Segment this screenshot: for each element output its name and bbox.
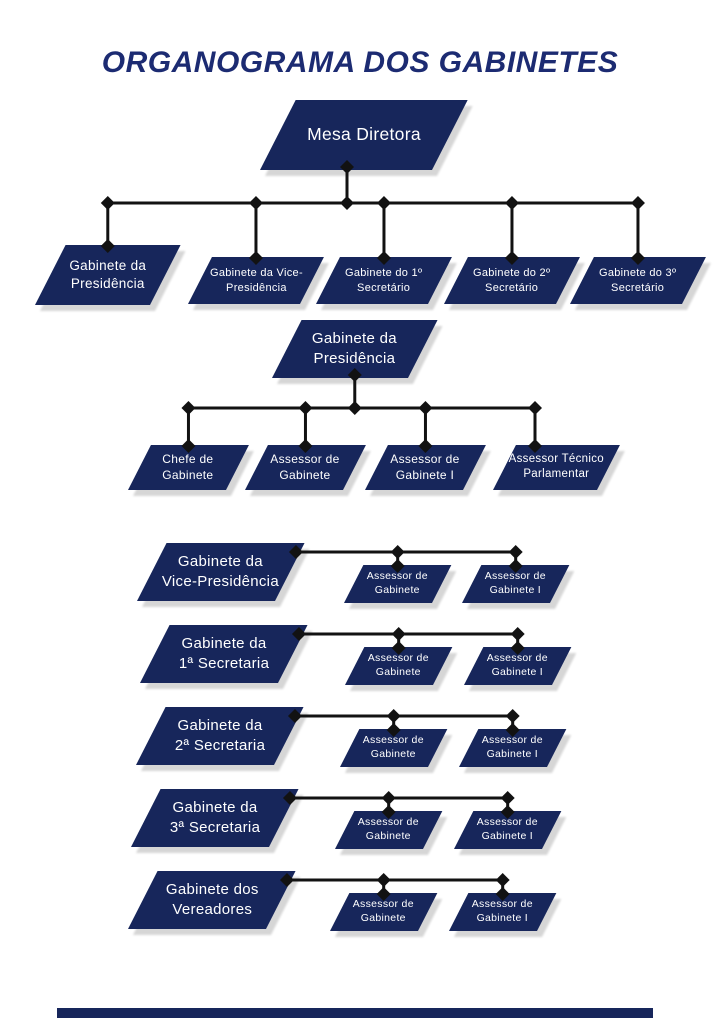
node-mesa: Mesa Diretora xyxy=(260,100,468,170)
node-label: Gabinete da Vice-Presidência xyxy=(209,266,303,294)
node-p2: Gabinete da Vice-Presidência xyxy=(188,257,324,304)
page-title: ORGANOGRAMA DOS GABINETES xyxy=(101,46,619,80)
node-label: Mesa Diretora xyxy=(306,124,421,145)
footer-bar xyxy=(57,1008,653,1018)
